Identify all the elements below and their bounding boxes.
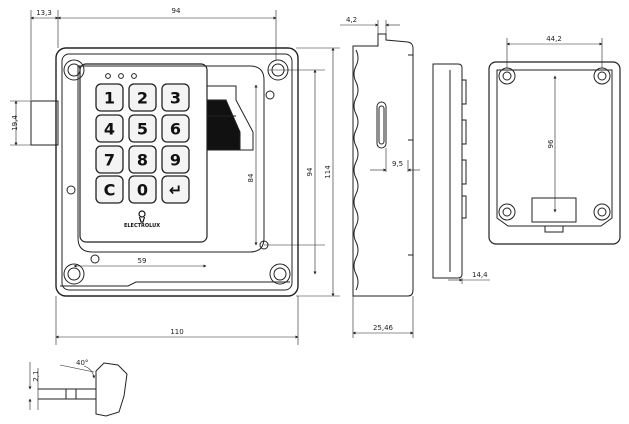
key-7[interactable]: 7 [95,145,124,174]
lock-shaft [30,100,59,146]
svg-text:9: 9 [170,151,181,170]
key-9[interactable]: 9 [161,145,190,174]
back-view [488,61,621,245]
dim-84: 84 [247,173,255,182]
svg-text:1: 1 [104,89,115,108]
dim-width-94: 94 [172,7,181,15]
back-cable-port [531,197,577,223]
dim-96: 96 [547,139,555,148]
side-wavy-edge [353,49,359,291]
side-dimensions [340,20,420,338]
svg-text:4: 4 [104,120,115,139]
dim-25-46: 25,46 [373,324,394,332]
dim-4-2: 4,2 [346,16,357,24]
small-hole-right-top [265,90,275,100]
key-clear[interactable]: C [95,175,124,204]
cam-dimensions [28,362,96,410]
back-inner-frame [496,69,613,227]
led-2 [118,73,124,79]
svg-text:3: 3 [170,89,181,108]
keypad-panel [79,63,208,243]
svg-text:C: C [104,181,116,200]
side-body [352,33,414,297]
back-dimensions [506,38,603,213]
dim-44-2: 44,2 [546,35,562,43]
key-2[interactable]: 2 [128,83,157,112]
svg-text:↵: ↵ [169,181,182,200]
fingerprint-sensor [206,99,241,151]
key-3[interactable]: 3 [161,83,190,112]
key-1[interactable]: 1 [95,83,124,112]
screw-bottom-right [269,263,291,285]
svg-text:6: 6 [170,120,181,139]
cam-detail [38,362,128,417]
dim-59: 59 [138,257,147,265]
brand-logo: ELECTROLUX [124,210,160,229]
key-4[interactable]: 4 [95,114,124,143]
key-8[interactable]: 8 [128,145,157,174]
dim-114: 114 [324,165,332,179]
dim-shaft-height: 19,4 [11,115,19,131]
dim-110: 110 [170,328,183,336]
dim-40-deg: 40° [76,359,88,367]
side-dimension-labels: 4,2 9,5 25,46 [346,16,403,332]
keypad: 1 2 3 4 5 6 7 8 9 C 0 ↵ [95,83,190,204]
back-dimension-labels: 44,2 96 [546,35,562,148]
key-5[interactable]: 5 [128,114,157,143]
led-1 [105,73,111,79]
led-3 [131,73,137,79]
dim-shaft-offset: 13,3 [36,9,52,17]
dim-2-1: 2,1 [32,370,40,381]
rear-profile-dimensions [448,278,490,284]
key-0[interactable]: 0 [128,175,157,204]
cover-plate [77,65,265,253]
small-hole-left [66,185,76,195]
dim-9-5: 9,5 [392,160,403,168]
side-slot [376,101,387,149]
small-hole-bottom [90,254,100,264]
cam-body [95,362,128,417]
rear-profile-view [432,63,467,279]
front-dimensions [10,10,340,345]
svg-text:ELECTROLUX: ELECTROLUX [124,223,160,229]
back-screw-bottom-left [498,203,516,221]
back-screw-bottom-right [593,203,611,221]
rear-profile-body [432,63,463,279]
screw-bottom-left [63,263,85,285]
key-enter[interactable]: ↵ [161,175,190,204]
svg-text:0: 0 [137,181,148,200]
front-dimension-labels: 13,3 94 19,4 84 94 114 59 110 [11,7,332,336]
svg-text:8: 8 [137,151,148,170]
side-view [352,33,414,297]
svg-text:2: 2 [137,89,148,108]
lock-body-inner [61,53,293,291]
dim-94-vertical: 94 [306,167,314,176]
back-body [488,61,621,245]
screw-top-left [63,59,85,81]
dim-14-4: 14,4 [472,271,488,279]
key-6[interactable]: 6 [161,114,190,143]
svg-text:7: 7 [104,151,115,170]
cam-dimension-labels: 2,1 40° [32,359,88,382]
svg-text:5: 5 [137,120,148,139]
lock-body-outer [55,47,299,297]
